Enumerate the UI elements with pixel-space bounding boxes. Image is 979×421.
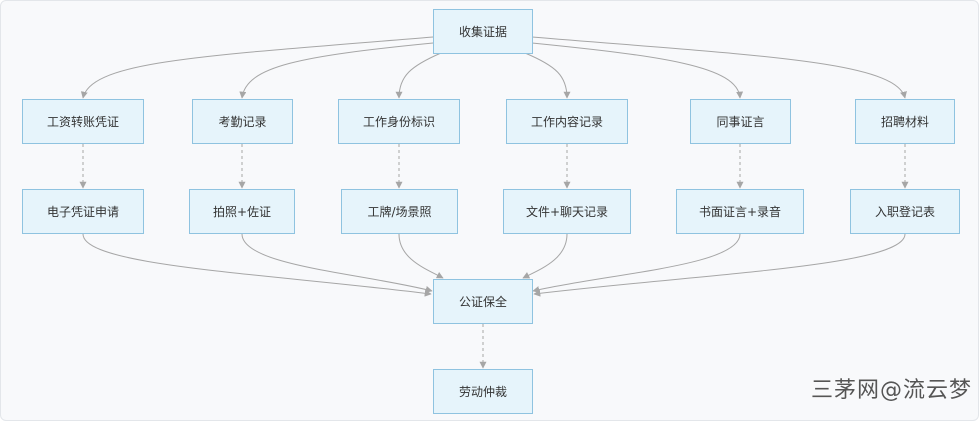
node-category: 工作内容记录 [506,99,628,144]
edge-root-to-cat-4 [524,52,571,99]
node-category: 同事证言 [690,99,791,144]
edge-method-to-merge-6 [533,233,906,297]
node-category: 考勤记录 [192,99,293,144]
edge-method-to-merge-5 [532,233,741,293]
node-merge: 公证保全 [433,279,533,324]
node-method: 工牌/场景照 [341,189,458,234]
edge-method-to-merge-2 [241,233,433,293]
node-final: 劳动仲裁 [433,369,533,414]
node-method: 入职登记表 [850,189,960,234]
node-method: 电子凭证申请 [22,189,144,234]
node-method: 拍照+佐证 [189,189,295,234]
edge-root-to-cat-1 [80,36,434,99]
edge-root-to-cat-2 [239,42,434,99]
node-method: 文件+聊天记录 [503,189,631,234]
node-category: 招聘材料 [855,99,955,144]
edge-method-to-merge-1 [82,233,432,297]
edge-root-to-cat-5 [531,42,744,99]
node-root: 收集证据 [433,9,533,54]
edge-method-to-merge-4 [522,233,568,279]
edge-root-to-cat-3 [395,52,442,99]
watermark: 三茅网@流云梦 [810,378,972,403]
node-category: 工作身份标识 [338,99,460,144]
edge-method-to-merge-3 [398,233,444,279]
node-method: 书面证言+录音 [676,189,804,234]
node-category: 工资转账凭证 [22,99,144,144]
edge-root-to-cat-6 [531,36,907,99]
